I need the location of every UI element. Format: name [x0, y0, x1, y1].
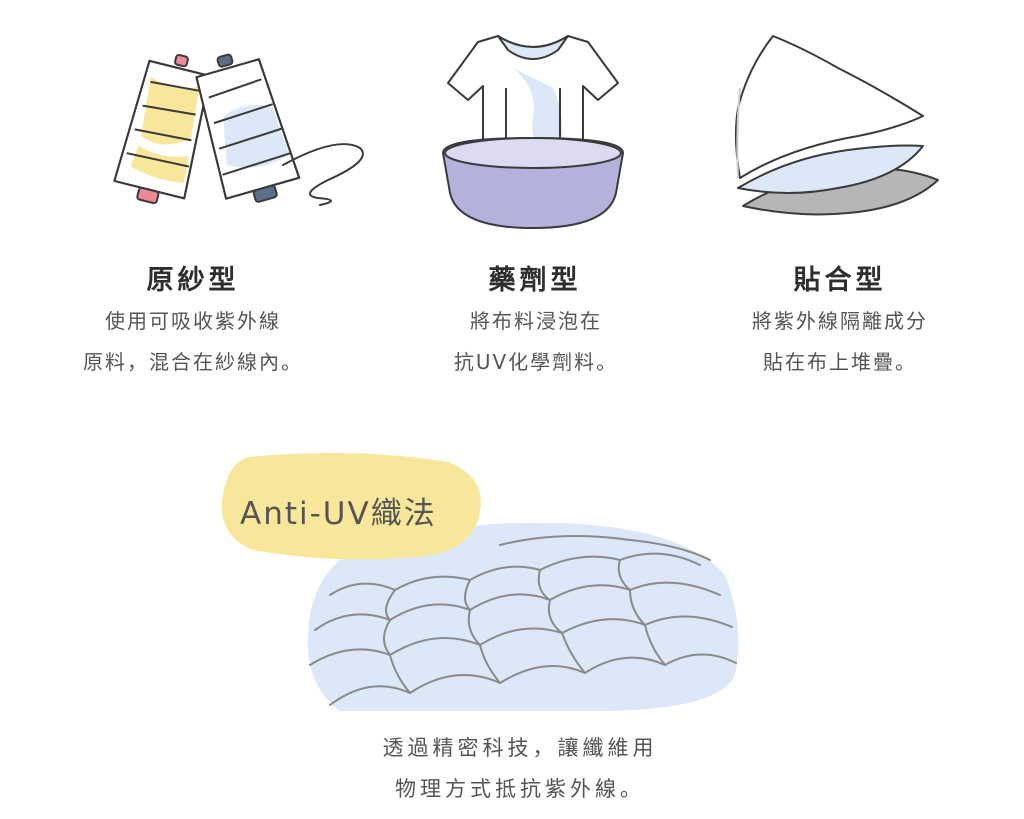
feature-desc-chemical: 將布料浸泡在 抗UV化學劑料。 — [376, 301, 696, 383]
badge-background — [221, 453, 481, 560]
weave-description: 透過精密科技，讓纖維用 物理方式抵抗紫外線。 — [330, 728, 710, 810]
blue-layer — [737, 144, 924, 194]
woven-fabric-illustration — [307, 522, 739, 711]
feature-desc-line: 使用可吸收紫外線 — [105, 309, 281, 333]
layered-fabric-illustration — [734, 35, 939, 216]
loose-thread — [282, 143, 364, 206]
feature-title-yarn: 原紗型 — [146, 265, 240, 296]
feature-desc-line: 貼在布上堆疊。 — [763, 350, 917, 374]
blue-thread-spool — [195, 53, 301, 203]
thread-spools-illustration — [113, 53, 364, 206]
weave-desc-line: 物理方式抵抗紫外線。 — [395, 777, 645, 801]
feature-title-laminate: 貼合型 — [793, 265, 887, 296]
anti-uv-badge-label: Anti-UV織法 — [240, 496, 437, 532]
feature-desc-yarn: 使用可吸收紫外線 原料，混合在紗線內。 — [33, 301, 353, 383]
shirt-in-basin-illustration — [442, 35, 624, 229]
feature-desc-line: 將紫外線隔離成分 — [752, 309, 928, 333]
feature-title-chemical: 藥劑型 — [488, 265, 582, 296]
feature-desc-line: 原料，混合在紗線內。 — [83, 350, 303, 374]
feature-desc-line: 抗UV化學劑料。 — [453, 350, 619, 374]
feature-desc-line: 將布料浸泡在 — [470, 309, 602, 333]
feature-desc-laminate: 將紫外線隔離成分 貼在布上堆疊。 — [680, 301, 1000, 383]
yellow-thread-spool — [113, 53, 211, 205]
weave-desc-line: 透過精密科技，讓纖維用 — [382, 736, 658, 760]
